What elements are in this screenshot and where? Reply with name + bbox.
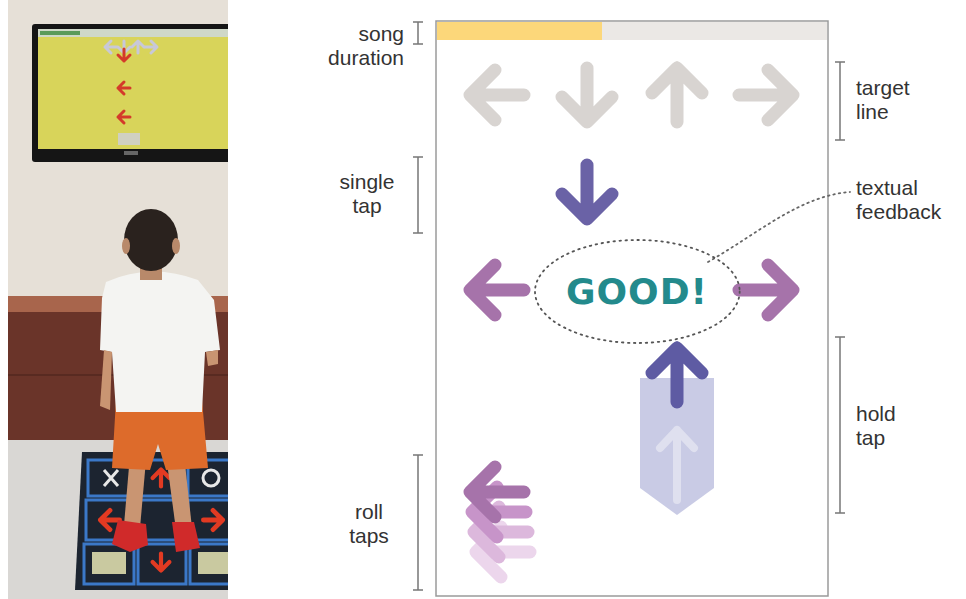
photo-illustration-part <box>38 29 228 37</box>
game-screen-part <box>436 21 828 596</box>
hold-tap-arrow-part <box>652 348 702 402</box>
feedback-text: GOOD! <box>566 271 708 312</box>
photo-illustration-part <box>172 238 180 254</box>
leader-line <box>708 192 850 262</box>
photo-illustration-part <box>172 522 200 552</box>
photo-illustration-part <box>75 452 228 590</box>
photo-illustration-part <box>32 24 228 162</box>
photo-illustration-part <box>104 470 219 486</box>
photo-illustration-part-part <box>198 552 228 574</box>
annotation-label: target line <box>856 76 934 123</box>
annotation-label: textual feedback <box>856 176 956 223</box>
photo-illustration-part <box>122 238 130 254</box>
game-screen <box>436 21 828 596</box>
hold-tap-arrow-part <box>660 430 694 500</box>
dotted-ellipse <box>535 240 740 343</box>
photo-illustration-part-part <box>203 470 219 486</box>
photo-illustration-part-part <box>132 41 144 53</box>
hold-tap-arrow <box>640 348 714 515</box>
photo-illustration-part-part <box>118 49 130 61</box>
target-arrows-part <box>470 70 524 120</box>
photo-illustration-part-part <box>92 552 126 574</box>
photo-illustration-part <box>84 460 228 584</box>
photo-illustration-part <box>118 49 130 123</box>
photo-illustration <box>8 0 228 599</box>
annotation-label: hold tap <box>856 402 916 449</box>
photo-illustration-part-part <box>118 111 130 123</box>
brackets-part <box>835 337 845 513</box>
photo-illustration-part <box>124 209 178 271</box>
photo-illustration-part-part <box>118 82 130 94</box>
photo-illustration-part-part <box>104 470 118 486</box>
annotation-label: song duration <box>312 22 404 69</box>
photo-illustration-part <box>38 29 228 149</box>
target-arrows <box>470 68 793 122</box>
photo-illustration-part <box>100 350 112 410</box>
brackets-part <box>413 22 423 44</box>
photo-illustration-part-part <box>153 470 170 487</box>
photo-illustration-part <box>118 133 140 145</box>
photo-illustration-part <box>124 151 138 155</box>
annotation-label: roll taps <box>336 500 402 547</box>
feedback-ellipse: GOOD! <box>533 238 742 345</box>
brackets-part <box>835 62 845 140</box>
roll-taps-arrows-part-part <box>470 467 524 517</box>
single-tap-arrow <box>562 165 612 219</box>
photo-illustration-part <box>206 350 218 366</box>
roll-taps-arrows <box>470 467 530 577</box>
photo-illustration-part <box>92 552 228 574</box>
side-arrows <box>470 265 793 315</box>
side-arrows-part <box>739 265 793 315</box>
photo-illustration-part <box>112 520 148 552</box>
single-tap-arrow-part <box>562 165 612 219</box>
brackets-part <box>413 455 423 590</box>
photo-illustration-part-part <box>153 554 170 571</box>
photo-illustration-part <box>40 31 80 35</box>
hold-tap-arrow-part-part <box>652 348 702 402</box>
photo-illustration-part-part <box>145 41 157 53</box>
photo-illustration-part-part <box>105 41 117 53</box>
side-arrows-part <box>470 265 524 315</box>
game-screen-part <box>437 22 602 40</box>
photo-illustration-part <box>105 41 157 53</box>
game-screen-part <box>437 22 827 40</box>
photo-illustration-part <box>100 271 220 412</box>
brackets <box>413 22 845 590</box>
photo-illustration-part-part <box>190 544 228 584</box>
photo-illustration-part-part <box>203 510 222 529</box>
target-arrows-part <box>562 68 612 122</box>
roll-taps-arrows-part <box>470 467 524 517</box>
target-arrows-part <box>739 70 793 120</box>
brackets-part <box>413 157 423 233</box>
annotation-label: single tap <box>330 170 404 217</box>
target-arrows-part <box>652 68 702 122</box>
